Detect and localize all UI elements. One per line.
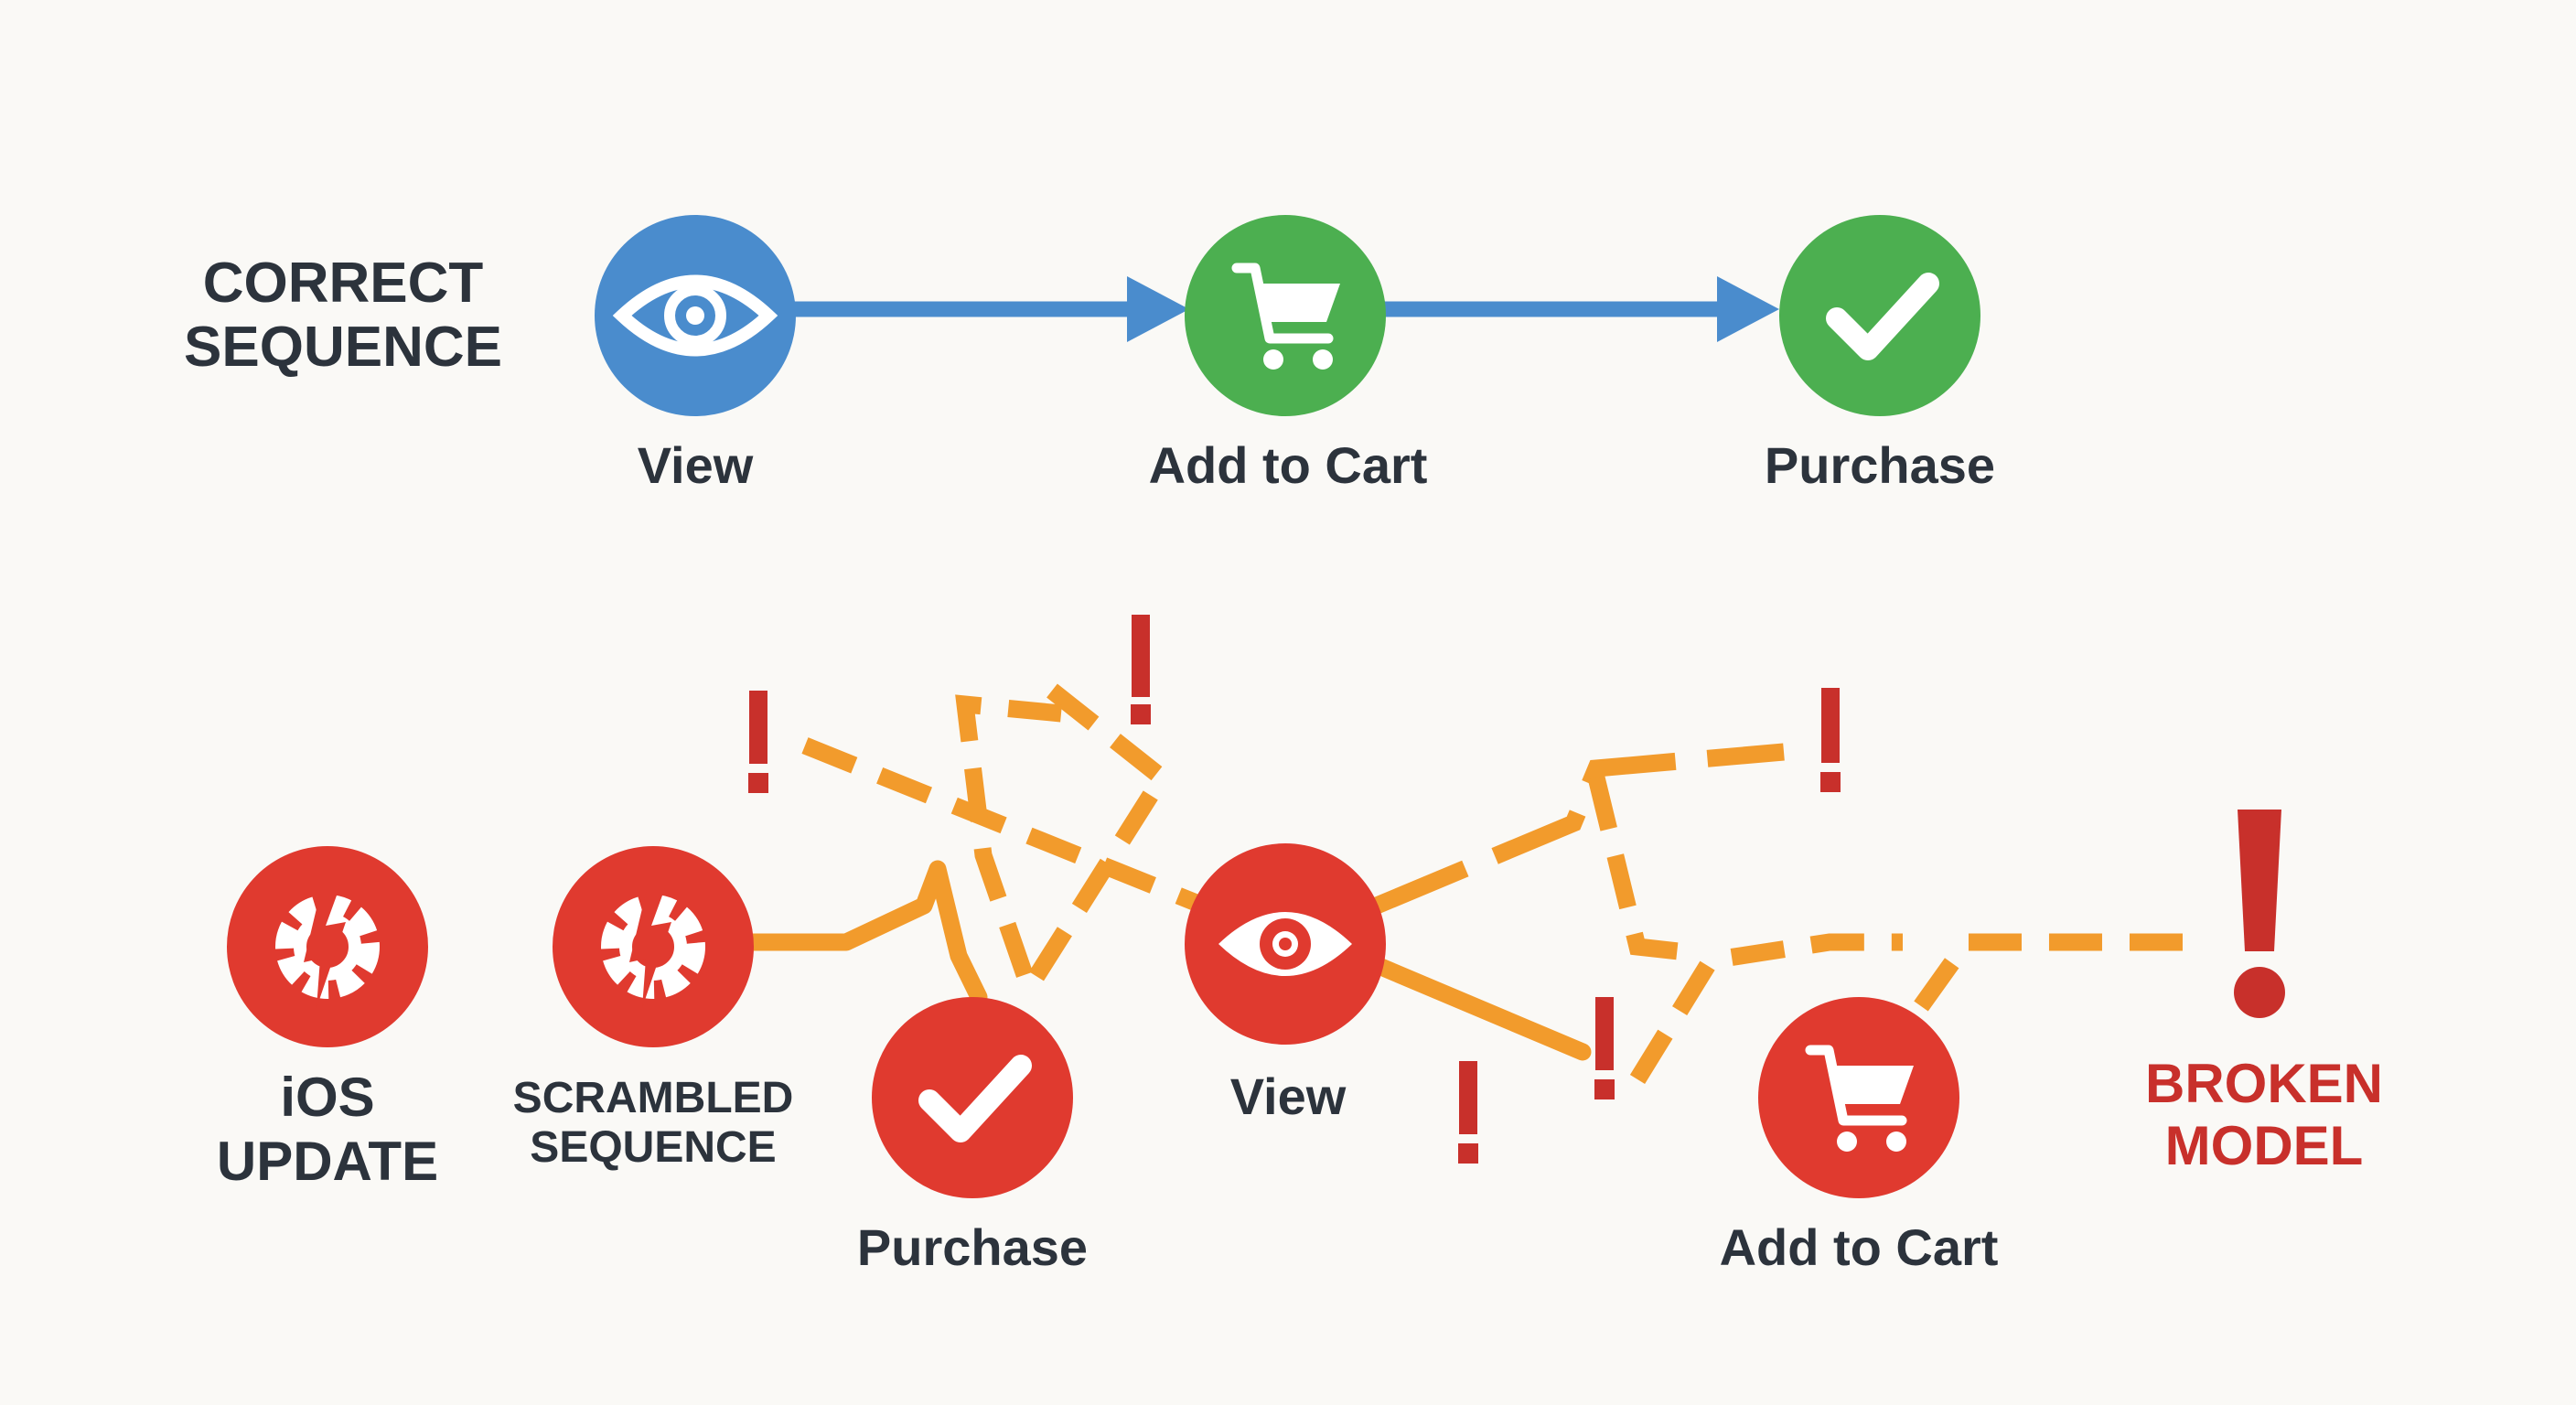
ios-update: iOS UPDATE [217, 846, 438, 1192]
scrambled-sequence: SCRAMBLED SEQUENCE [513, 846, 794, 1172]
correct-sequence-title-line1: CORRECT [203, 252, 484, 315]
broken-model-label-line1: BROKEN [2145, 1053, 2383, 1114]
correct-step-view-label: View [638, 436, 754, 494]
warning-exclamation-icon [1458, 1061, 1478, 1164]
correct-step-purchase-label: Purchase [1765, 436, 1995, 494]
correct-arrow-view-to-cart [787, 276, 1189, 342]
purchase-node [872, 997, 1073, 1198]
correct-step-purchase: Purchase [1765, 215, 1995, 494]
correct-step-add-to-cart-label: Add to Cart [1149, 436, 1428, 494]
warning-exclamation-icon [748, 691, 768, 793]
broken-sequence-section: iOS UPDATE SCRAMBLED SEQUENCE Purchase [217, 615, 2383, 1276]
broken-gear-icon [601, 885, 705, 1008]
scrambled-sequence-label-line1: SCRAMBLED [513, 1074, 794, 1122]
scrambled-paths [739, 683, 2186, 1084]
correct-sequence-section: CORRECT SEQUENCE View [184, 215, 1995, 494]
eye-icon [612, 274, 778, 357]
correct-sequence-title-line2: SEQUENCE [184, 316, 502, 379]
eye-icon [1218, 912, 1352, 976]
broken-step-view-label: View [1230, 1067, 1347, 1125]
correct-step-add-to-cart: Add to Cart [1149, 215, 1428, 494]
broken-step-view: View [1185, 843, 1386, 1125]
ios-update-label-line2: UPDATE [217, 1131, 438, 1192]
broken-step-add-to-cart: Add to Cart [1720, 997, 1999, 1276]
cart-icon [1805, 1045, 1914, 1152]
ios-update-label-line1: iOS [280, 1067, 374, 1128]
broken-step-purchase: Purchase [857, 997, 1088, 1276]
check-icon [1826, 273, 1939, 360]
correct-step-view: View [595, 215, 796, 494]
broken-model-exclamation-icon [2234, 810, 2285, 1018]
warning-exclamation-icon [1594, 997, 1615, 1099]
scrambled-sequence-label-line2: SEQUENCE [530, 1123, 776, 1172]
warning-icons [748, 615, 2285, 1164]
purchase-node [1779, 215, 1980, 416]
warning-exclamation-icon [1131, 615, 1151, 724]
check-icon [918, 1055, 1032, 1142]
correct-arrow-cart-to-purchase [1377, 276, 1779, 342]
cart-icon [1231, 263, 1340, 370]
broken-step-add-to-cart-label: Add to Cart [1720, 1218, 1999, 1276]
broken-gear-icon [275, 885, 380, 1008]
broken-model-label-line2: MODEL [2165, 1115, 2364, 1176]
broken-step-purchase-label: Purchase [857, 1218, 1088, 1276]
warning-exclamation-icon [1820, 688, 1841, 792]
